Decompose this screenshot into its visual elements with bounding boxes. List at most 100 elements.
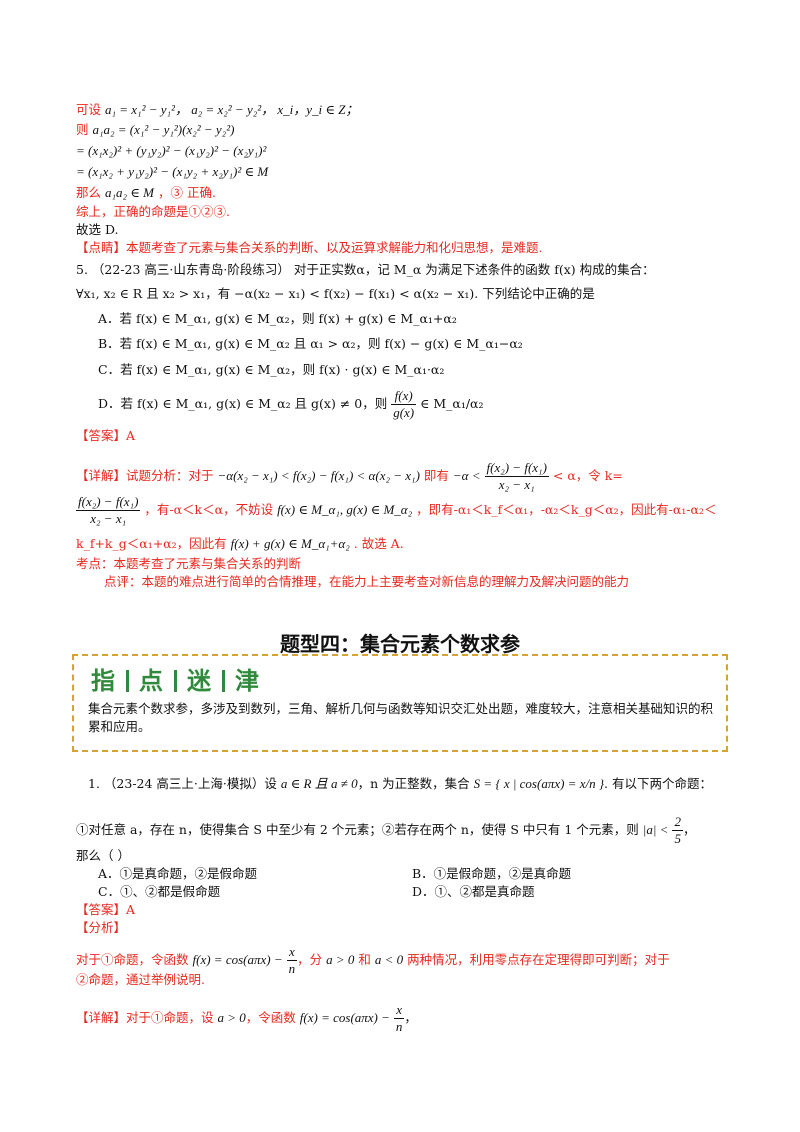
q1-option-c: C．①、②都是假命题 — [98, 884, 221, 899]
q1-detail-denominator: n — [395, 1019, 403, 1034]
q1-stem-end: . 有以下两个命题： — [604, 776, 712, 791]
q1-analysis-1-numerator: x — [286, 944, 298, 961]
q1-analysis-1-a: 对于①命题，令函数 — [76, 952, 189, 967]
q5-detail-2-b: ，即有-α₁＜k_f＜α₁，-α₂＜k_g＜α₂，因此有-α₁-α₂＜ — [416, 502, 717, 517]
q5-detail-1-numerator: f(x₂) − f(x₁) — [484, 460, 549, 477]
tip-char-3: 迷 — [187, 667, 211, 695]
top-line-1: 可设 a₁ = x₁² − y₁²， a₂ = x₂² − y₂²， x_i，y… — [76, 102, 359, 118]
q5-number: 5. — [76, 262, 88, 277]
q5-option-a: A．若 f(x) ∈ M_α₁, g(x) ∈ M_α₂，则 f(x) + g(… — [98, 311, 457, 326]
tip-separator-2 — [174, 670, 177, 692]
q5-detail-1-c: −α < — [452, 468, 481, 483]
q5-detail-2-denominator: x₂ − x₁ — [90, 511, 127, 526]
q5-option-b: B．若 f(x) ∈ M_α₁, g(x) ∈ M_α₂ 且 α₁ > α₂，则… — [98, 336, 523, 351]
q5-knowledge-point: 考点：本题考查了元素与集合关系的判断 — [76, 556, 302, 571]
q1-analysis-1-d: 和 — [358, 952, 371, 967]
q5-detail-1: 【详解】试题分析：对于 −α(x₂ − x₁) < f(x₂) − f(x₁) … — [76, 460, 623, 493]
q5-option-d-pre: D．若 f(x) ∈ M_α₁, g(x) ∈ M_α₂ 且 g(x) ≠ 0，… — [98, 396, 388, 411]
q1-source: （23-24 高三上·上海·模拟）设 — [103, 776, 277, 791]
q5-detail-2-math: f(x) ∈ M_α₁, g(x) ∈ M_α₂ — [277, 502, 413, 517]
q1-ask: 那么（ ） — [76, 848, 130, 863]
q1-detail-end: ， — [404, 1010, 417, 1025]
q1-detail-math: f(x) = cos(aπx) − — [299, 1010, 390, 1025]
q5-answer: 【答案】A — [76, 428, 136, 443]
top-line-7: 故选 D. — [76, 222, 119, 237]
q5-detail-3-b: . 故选 A. — [353, 536, 404, 551]
q1-detail-a: 对于①命题，设 — [126, 1010, 214, 1025]
q1-number: 1. — [88, 776, 100, 791]
q5-option-d-fraction: f(x)g(x) — [391, 388, 417, 421]
q1-propositions-math: |a| < — [642, 822, 669, 837]
tip-separator-3 — [222, 670, 225, 692]
top-line-5-label: 那么 — [76, 185, 102, 200]
top-line-3: = (x₁x₂)² + (y₁y₂)² − (x₁y₂)² − (x₂y₁)² — [76, 143, 267, 158]
q5-comment: 点评：本题的难点进行简单的合情推理，在能力上主要考查对新信息的理解力及解决问题的… — [104, 574, 630, 589]
tip-box — [72, 654, 728, 752]
section-title: 题型四：集合元素个数求参 — [280, 632, 520, 656]
q1-option-a: A．①是真命题，②是假命题 — [98, 866, 258, 881]
q5-detail-1-b: 即有 — [423, 468, 449, 483]
top-line-5-tail: ，③ 正确. — [157, 185, 216, 200]
q1-detail: 【详解】对于①命题，设 a > 0，令函数 f(x) = cos(aπx) − … — [76, 1002, 417, 1035]
q1-detail-c: ，令函数 — [245, 1010, 296, 1025]
q5-detail-1-fraction: f(x₂) − f(x₁)x₂ − x₁ — [484, 460, 549, 493]
q1-stem-mid: ，n 为正整数，集合 — [357, 776, 470, 791]
q1-analysis-1-denominator: n — [288, 961, 296, 976]
q5-detail-1-math: −α(x₂ − x₁) < f(x₂) − f(x₁) < α(x₂ − x₁) — [217, 468, 420, 483]
q5-detail-2-fraction: f(x₂) − f(x₁)x₂ − x₁ — [76, 494, 141, 527]
q1-analysis-1-f: 两种情况，利用零点存在定理得即可判断；对于 — [407, 952, 670, 967]
top-line-8: 【点睛】本题考查了元素与集合关系的判断、以及运算求解能力和化归思想，是难题. — [76, 240, 543, 256]
q1-analysis-2: ②命题，通过举例说明. — [76, 972, 205, 987]
q1-analysis-1-e: a < 0 — [374, 952, 404, 967]
q1-propositions-end: ， — [682, 822, 696, 837]
tip-separator-1 — [126, 670, 129, 692]
tip-char-1: 指 — [91, 667, 115, 695]
q5-detail-1-a: 试题分析：对于 — [126, 468, 214, 483]
q5-detail-1-d: < α，令 k= — [552, 468, 623, 483]
q5-source: （22-23 高三·山东青岛·阶段练习） — [91, 262, 290, 277]
q5-detail-3-a: k_f+k_g＜α₁+α₂，因此有 — [76, 536, 227, 551]
q1-detail-b: a > 0 — [217, 1010, 246, 1025]
q1-set-def: S = { x | cos(aπx) = x/n } — [473, 776, 605, 791]
q5-detail-2: f(x₂) − f(x₁)x₂ − x₁ ，有-α＜k＜α，不妨设 f(x) ∈… — [76, 494, 717, 527]
highlight-tag: 【点睛】 — [76, 240, 127, 255]
top-line-2-math: a₁a₂ = (x₁² − y₁²)(x₂² − y₂²) — [92, 122, 235, 137]
q1-answer: 【答案】A — [76, 902, 136, 917]
top-line-6: 综上，正确的命题是①②③. — [76, 204, 230, 219]
q5-detail-3-math: f(x) + g(x) ∈ M_α₁+α₂ — [230, 536, 350, 551]
q5-option-d-post: ∈ M_α₁/α₂ — [420, 396, 484, 411]
top-line-4: = (x₁x₂ + y₁y₂)² − (x₁y₂ + x₂y₁)² ∈ M — [76, 164, 269, 179]
q5-option-d-denominator: g(x) — [393, 405, 415, 420]
q1-propositions-text: ①对任意 a，存在 n，使得集合 S 中至少有 2 个元素；②若存在两个 n，使… — [76, 822, 639, 837]
tip-text: 集合元素个数求参，多涉及到数列，三角、解析几何与函数等知识交汇处出题，难度较大，… — [88, 701, 714, 734]
highlight-text: 本题考查了元素与集合关系的判断、以及运算求解能力和化归思想，是难题. — [126, 240, 543, 255]
q5-detail-2-a: ，有-α＜k＜α，不妨设 — [144, 502, 274, 517]
q1-option-d: D．①、②都是真命题 — [412, 884, 535, 899]
top-line-2: 则 a₁a₂ = (x₁² − y₁²)(x₂² − y₂²) — [76, 122, 234, 138]
q1-fraction-denominator: 5 — [674, 831, 681, 846]
q1-propositions: ①对任意 a，存在 n，使得集合 S 中至少有 2 个元素；②若存在两个 n，使… — [76, 814, 695, 847]
q1-option-b: B．①是假命题，②是真命题 — [412, 866, 572, 881]
q1-analysis-1-c: a > 0 — [326, 952, 355, 967]
q5-detail-tag: 【详解】 — [76, 468, 127, 483]
q1-stem: 1. （23-24 高三上·上海·模拟）设 a ∈ R 且 a ≠ 0，n 为正… — [88, 776, 712, 792]
q1-analysis-1-b: ，分 — [297, 952, 323, 967]
top-line-5-math: a₁a₂ ∈ M — [105, 185, 154, 200]
top-line-1-label: 可设 — [76, 102, 102, 117]
q5-stem-1-text: 对于正实数α，记 M_α 为满足下述条件的函数 f(x) 构成的集合： — [293, 262, 655, 277]
q5-option-d-numerator: f(x) — [391, 388, 417, 405]
top-line-2-label: 则 — [76, 122, 89, 137]
q1-analysis-1-math: f(x) = cos(aπx) − — [192, 952, 283, 967]
q5-stem-2: ∀x₁, x₂ ∈ R 且 x₂ > x₁，有 −α(x₂ − x₁) < f(… — [76, 286, 595, 301]
top-line-1-math: a₁ = x₁² − y₁²， a₂ = x₂² − y₂²， x_i，y_i … — [105, 102, 359, 117]
tip-char-4: 津 — [235, 667, 259, 695]
q5-stem-1: 5. （22-23 高三·山东青岛·阶段练习） 对于正实数α，记 M_α 为满足… — [76, 262, 655, 278]
q1-fraction-numerator: 2 — [672, 814, 683, 831]
q1-condition: a ∈ R 且 a ≠ 0 — [280, 776, 358, 791]
q5-detail-1-denominator: x₂ − x₁ — [498, 477, 535, 492]
tip-char-2: 点 — [139, 667, 163, 695]
